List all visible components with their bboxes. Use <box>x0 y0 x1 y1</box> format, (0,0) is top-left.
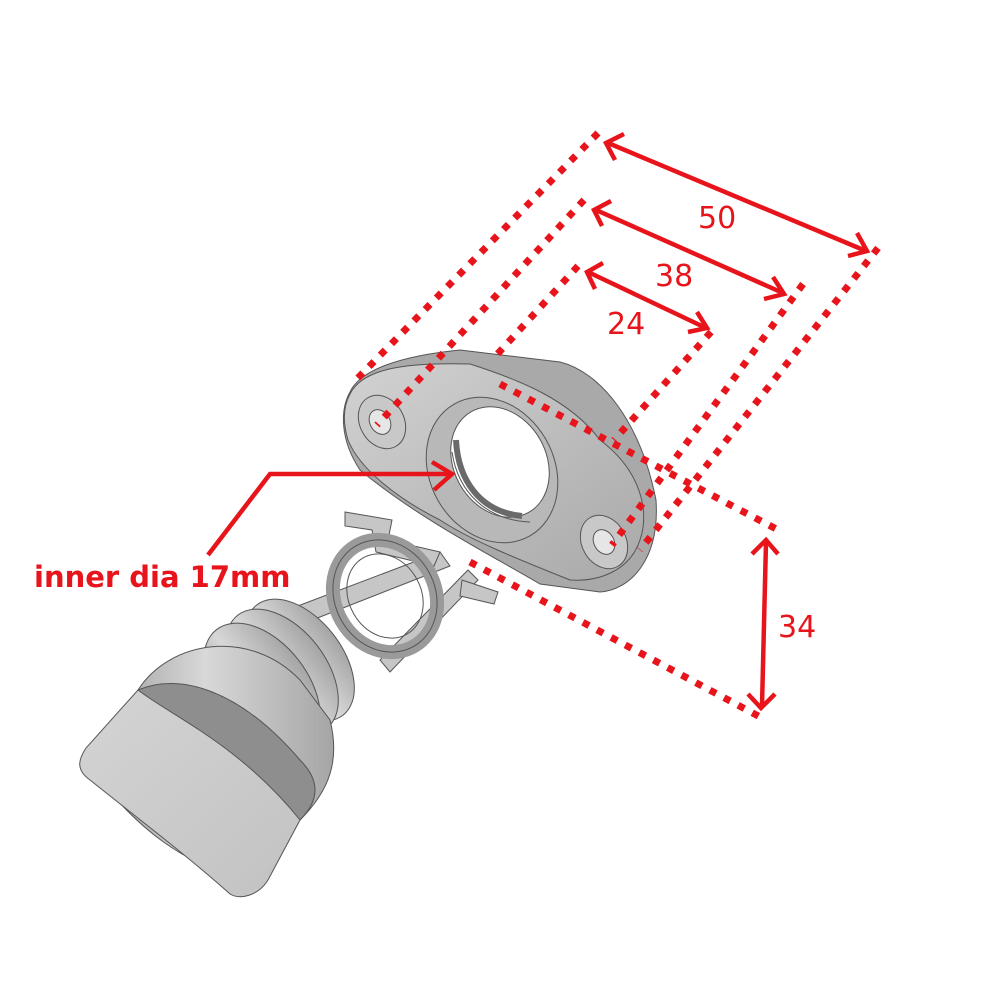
dimension-label-38: 38 <box>655 259 694 294</box>
flange <box>342 349 657 593</box>
dimension-label-50: 50 <box>698 201 737 236</box>
dimension-extension-lines <box>349 130 881 722</box>
dimension-label-24: 24 <box>607 307 646 342</box>
inner-diameter-leader <box>206 460 456 557</box>
mounting-hole-left <box>357 394 407 450</box>
plug-wing-handle <box>79 689 301 898</box>
mounting-hole-right <box>579 514 629 570</box>
retainer-strap <box>281 511 499 673</box>
inner-diameter-callout: inner dia 17mm <box>34 560 291 594</box>
dimension-arrows <box>584 131 871 712</box>
drain-plug <box>79 511 499 898</box>
dimension-label-34: 34 <box>778 610 817 645</box>
